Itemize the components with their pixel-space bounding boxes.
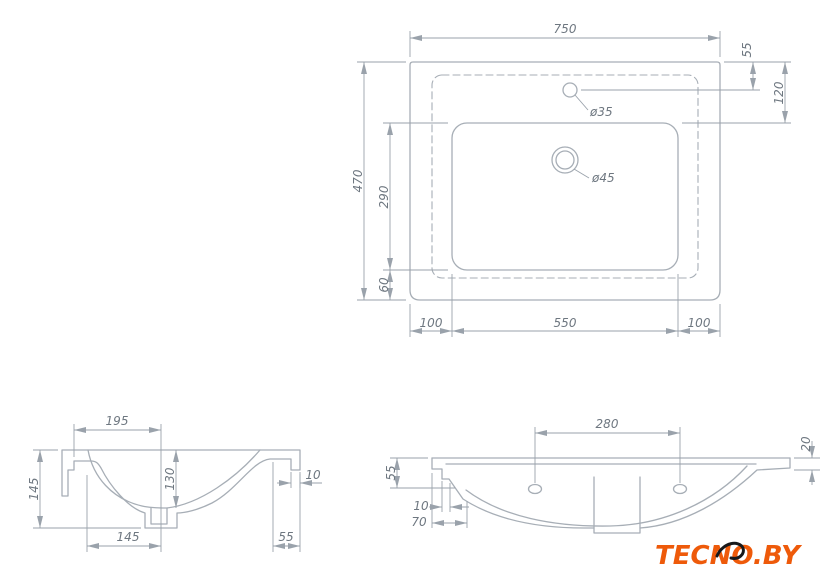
dim-bowl-depth: 130 [163, 467, 177, 490]
dim-drain-offset-bottom: 145 [117, 530, 140, 544]
hidden-edge-outline [431, 74, 699, 279]
label-drain-diameter: ø45 [591, 171, 615, 185]
front-section-view: 280 20 55 10 70 [384, 417, 820, 534]
dim-front-lip: 10 [305, 468, 321, 482]
dim-basin-depth: 290 [377, 185, 391, 208]
dim-basin-width: 550 [554, 316, 577, 330]
fixing-hole-left [527, 483, 543, 495]
side-view-geometry [61, 449, 301, 529]
leader-line [573, 168, 590, 179]
dim-back-margin: 120 [772, 81, 786, 104]
front-view-dimensions: 280 20 55 10 70 [384, 417, 820, 529]
dim-drain-offset-top: 195 [106, 414, 129, 428]
dim-left-margin: 100 [420, 316, 443, 330]
label-faucet-diameter: ø35 [589, 105, 613, 119]
drain-opening [150, 507, 168, 525]
dim-wall-offset-small: 10 [413, 499, 429, 513]
side-profile-outline [61, 449, 301, 529]
dim-overall-width: 750 [554, 22, 577, 36]
dim-front-margin: 60 [377, 277, 391, 293]
drain-boss [593, 476, 641, 534]
top-view-geometry [409, 61, 721, 301]
drain-hole-outer [551, 146, 579, 174]
dim-left-height: 55 [384, 465, 398, 480]
side-view-dimensions: 195 145 130 10 145 55 [27, 414, 322, 552]
dim-faucet-offset: 55 [740, 42, 754, 57]
drain-hole-inner [555, 150, 575, 170]
dim-edge-thickness: 20 [799, 436, 813, 452]
top-view: 750 470 290 60 55 120 100 550 100 ø35 ø4… [351, 22, 791, 337]
front-right-profile [639, 457, 791, 529]
front-view-geometry [431, 457, 791, 534]
dim-front-overhang: 55 [278, 530, 293, 544]
logo-swoosh [715, 541, 745, 560]
top-view-dimensions: 750 470 290 60 55 120 100 550 100 ø35 ø4… [351, 22, 791, 337]
bowl-inner-profile [87, 449, 261, 509]
logo-text: TECNO.BY [655, 541, 803, 571]
dim-overall-height: 145 [27, 478, 41, 501]
bowl-front-curve [465, 465, 748, 527]
logo: TECNO.BY [655, 541, 803, 571]
basin-outline [451, 122, 679, 271]
dim-wall-offset-large: 70 [411, 515, 427, 529]
washbasin-outline [409, 61, 721, 301]
dim-right-margin: 100 [688, 316, 711, 330]
leader-line [574, 94, 589, 111]
dim-overall-depth: 470 [351, 169, 365, 192]
side-section-view: 195 145 130 10 145 55 [27, 414, 322, 552]
front-left-profile [431, 457, 595, 529]
faucet-hole [562, 82, 578, 98]
dim-hole-spacing: 280 [596, 417, 619, 431]
fixing-hole-right [672, 483, 688, 495]
